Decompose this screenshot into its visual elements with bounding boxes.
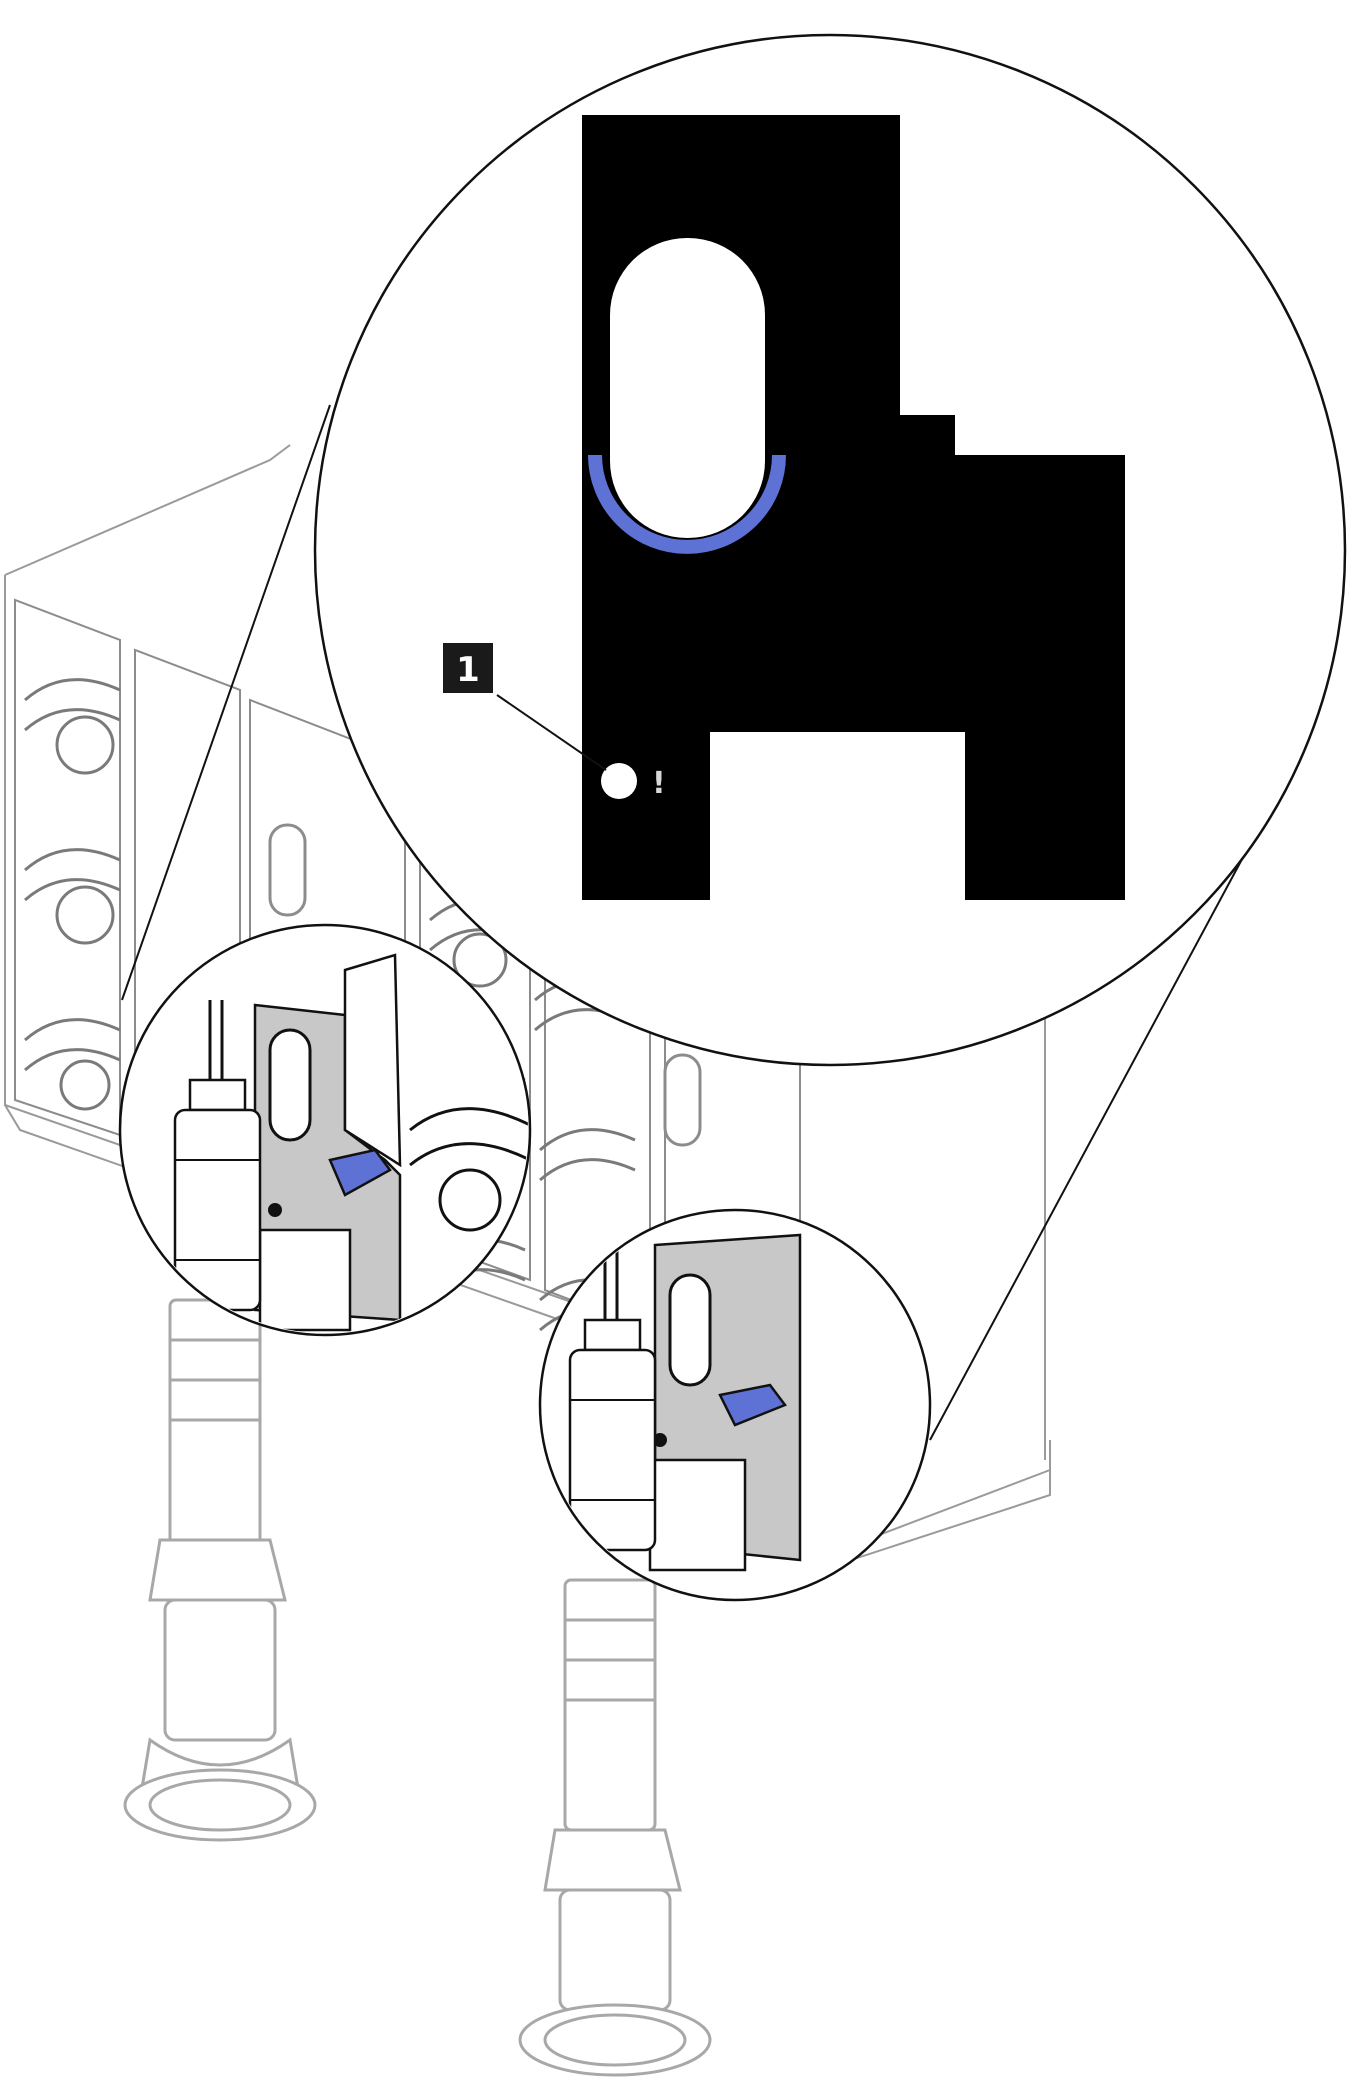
blue-indicator-arc-icon [588, 454, 786, 554]
exclamation-icon: ! [652, 766, 666, 801]
led-hole-icon [653, 1433, 667, 1447]
zoom-lines [121, 404, 1256, 1441]
bay-slots [268, 823, 702, 1147]
sight-window [610, 238, 765, 538]
blue-latch-icon [328, 1148, 392, 1197]
callout-1: 1 [443, 643, 607, 771]
detail-circle-right [538, 1208, 932, 1602]
hose-right [518, 1578, 712, 2077]
callout-number: 1 [456, 650, 480, 690]
led-hole-icon [268, 1203, 282, 1217]
leak-detection-led-icon [601, 763, 637, 799]
detail-circle-left [118, 923, 532, 1337]
blue-latch-icon [718, 1383, 787, 1427]
hose-left [123, 1298, 317, 1842]
callout-box [443, 643, 493, 693]
magnified-view: ! [313, 33, 1347, 1067]
